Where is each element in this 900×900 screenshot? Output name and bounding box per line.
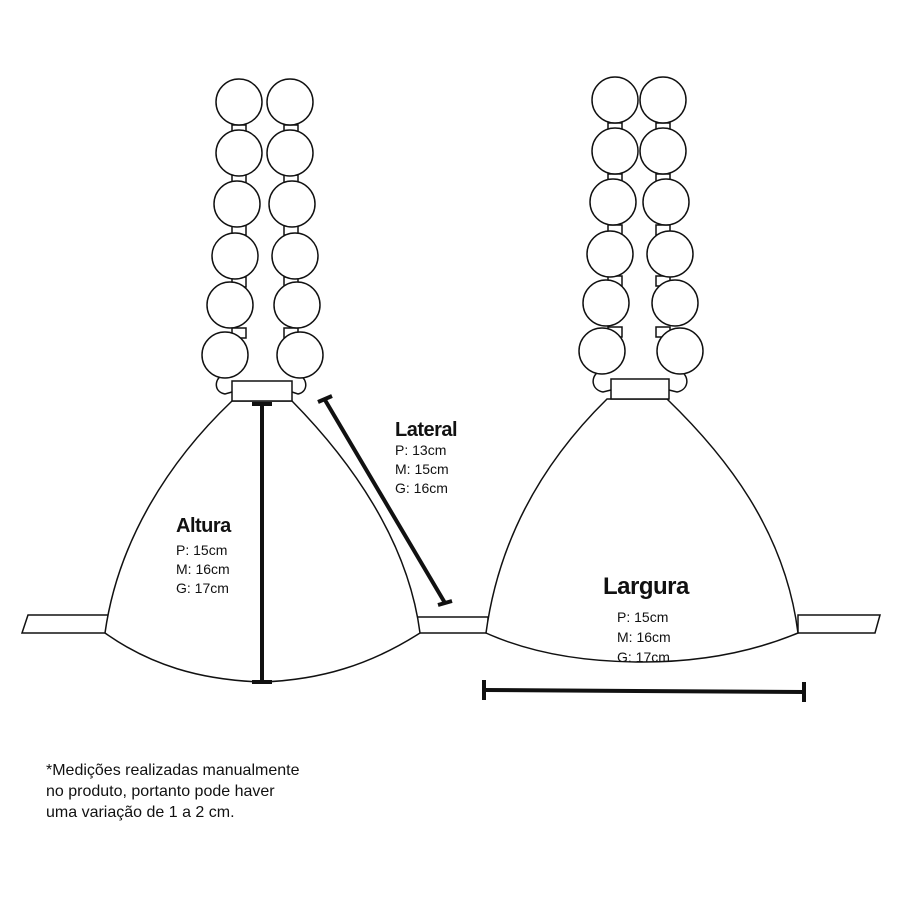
band-center [414, 616, 489, 634]
bead [639, 76, 687, 124]
bead [591, 76, 639, 124]
bead [656, 327, 704, 375]
lateral-title: Lateral [395, 419, 458, 441]
band-right [797, 614, 881, 634]
largura-size-p: P: 15cm [617, 609, 669, 625]
altura-sizes: P: 15cm M: 16cm G: 17cm [176, 541, 230, 598]
measurement-disclaimer: *Medições realizadas manualmente no prod… [46, 762, 300, 821]
bead [586, 230, 634, 278]
bead [201, 331, 249, 379]
bead [651, 279, 699, 327]
bead [582, 279, 630, 327]
left-strap-ring [231, 380, 293, 402]
lateral-measure-line [317, 394, 453, 607]
largura-size-g: G: 17cm [617, 649, 670, 665]
bead [271, 232, 319, 280]
bead [273, 281, 321, 329]
left-strap-beads [201, 78, 324, 379]
bead [591, 127, 639, 175]
bead [578, 327, 626, 375]
altura-size-p: P: 15cm [176, 542, 228, 558]
right-strap-ring [610, 378, 670, 400]
lateral-size-p: P: 13cm [395, 442, 447, 458]
bead [206, 281, 254, 329]
bead [211, 232, 259, 280]
altura-measure-line [252, 402, 272, 684]
bead [213, 180, 261, 228]
bead [639, 127, 687, 175]
lateral-size-g: G: 16cm [395, 480, 448, 496]
altura-size-g: G: 17cm [176, 580, 229, 596]
bead [266, 78, 314, 126]
bead [642, 178, 690, 226]
largura-measure-line [482, 680, 806, 702]
bead [215, 129, 263, 177]
bead [266, 129, 314, 177]
band [20, 614, 109, 634]
altura-size-m: M: 16cm [176, 561, 230, 577]
right-strap-beads [578, 76, 704, 375]
bead [268, 180, 316, 228]
lateral-sizes: P: 13cm M: 15cm G: 16cm [395, 441, 449, 498]
bead [646, 230, 694, 278]
altura-title: Altura [176, 515, 231, 537]
largura-size-m: M: 16cm [617, 629, 671, 645]
right-cup [485, 398, 799, 663]
bead [589, 178, 637, 226]
lateral-size-m: M: 15cm [395, 461, 449, 477]
largura-sizes: P: 15cm M: 16cm G: 17cm [617, 607, 671, 667]
bead [276, 331, 324, 379]
largura-title: Largura [603, 573, 689, 600]
bead [215, 78, 263, 126]
